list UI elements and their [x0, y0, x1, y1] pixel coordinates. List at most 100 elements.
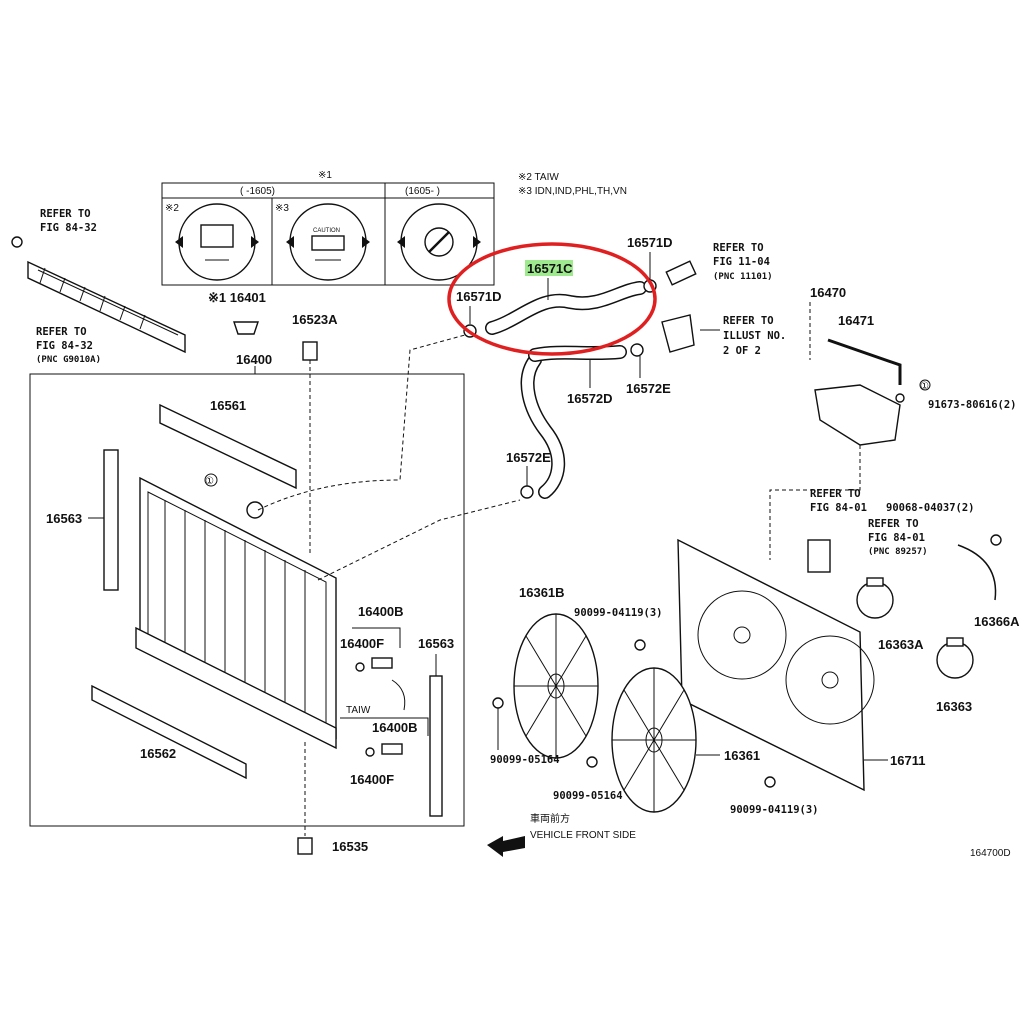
fan-relay-icon [807, 539, 831, 573]
label-16361: 16361 [724, 748, 760, 763]
callout-1-reservoir: ① [920, 381, 929, 392]
reservoir-tank-icon [814, 384, 901, 446]
screw-90068-icon [990, 534, 1002, 546]
seal-16563-left-icon [103, 449, 119, 591]
cap-col2-header: (1605- ) [405, 186, 440, 197]
note-3: ※3 IDN,IND,PHL,TH,VN [518, 186, 627, 197]
upper-support-bracket [11, 236, 186, 354]
label-16561: 16561 [210, 398, 246, 413]
reservoir-hose-icon [827, 338, 902, 385]
figure-id: 164700D [970, 848, 1011, 859]
label-16572E-left: 16572E [506, 450, 551, 465]
label-16400B-top: 16400B [358, 604, 404, 619]
ref-illust-line2: ILLUST NO. [723, 330, 786, 342]
label-16563-right: 16563 [418, 636, 454, 651]
note-2: ※2 TAIW [518, 172, 559, 183]
cap-caution-label: CAUTION [313, 228, 340, 234]
clamp-16572E-right-icon [630, 343, 644, 357]
label-90068: 90068-04037(2) [886, 502, 975, 514]
ref-fig8432-top-line2: FIG 84-32 [40, 222, 97, 234]
label-90099-05164-mid: 90099-05164 [553, 790, 623, 802]
seal-16562-icon [91, 684, 247, 780]
label-16400F-bot: 16400F [350, 772, 394, 787]
label-taiw: TAIW [346, 705, 371, 716]
bolt-90099-04119-top-icon [634, 639, 646, 651]
label-16363: 16363 [936, 699, 972, 714]
label-16401: ※1 16401 [208, 290, 266, 305]
ref-fig1104-line1: REFER TO [713, 242, 764, 254]
vehicle-front-en: VEHICLE FRONT SIDE [530, 830, 636, 841]
label-16471: 16471 [838, 313, 874, 328]
label-16711: 16711 [890, 753, 925, 768]
ref-fig8401a-line2: FIG 84-01 [810, 502, 867, 514]
drain-cock-top-icon [371, 657, 393, 669]
label-16572D: 16572D [567, 391, 613, 406]
clamp-16572E-left-icon [520, 485, 534, 499]
inlet-pipe-icon [665, 260, 697, 286]
label-16366A: 16366A [974, 614, 1020, 629]
ref-fig8401b-line1: REFER TO [868, 518, 919, 530]
label-16400F-top: 16400F [340, 636, 384, 651]
cushion-16523A-icon [302, 341, 318, 361]
cap-mark-2: ※2 [165, 203, 179, 214]
ref-fig8401b-line2: FIG 84-01 [868, 532, 925, 544]
cap-mark-3: ※3 [275, 203, 289, 214]
seal-16561-icon [159, 403, 297, 490]
label-16470: 16470 [810, 285, 846, 300]
ref-fig8401b-line3: (PNC 89257) [868, 547, 928, 557]
front-direction-arrow-icon [487, 836, 525, 857]
callout-1-radiator: ① [205, 476, 214, 487]
ref-fig1104-line2: FIG 11-04 [713, 256, 770, 268]
radiator-cap-1-icon [175, 203, 259, 281]
nut-90099-05164-mid-icon [586, 756, 598, 768]
label-16571D-left: 16571D [456, 289, 502, 304]
note-1: ※1 [318, 170, 332, 181]
radiator-core-icon [135, 476, 337, 750]
ref-fig8401a-line1: REFER TO [810, 488, 861, 500]
highlight-16571C [525, 260, 573, 276]
fan-16361B-icon [513, 613, 599, 759]
ref-illust-line3: 2 OF 2 [723, 345, 761, 357]
label-16571C: 16571C [527, 261, 573, 276]
highlight-circle-mark [447, 242, 657, 356]
drain-gasket-top-icon [355, 662, 365, 672]
vehicle-front-jp: 車両前方 [530, 812, 570, 825]
radiator-cap-2-icon: CAUTION [286, 203, 370, 281]
ref-fig8432-bot-line3: (PNC G9010A) [36, 355, 101, 365]
ref-fig8432-bot-line2: FIG 84-32 [36, 340, 93, 352]
lower-hose-16572D-icon [520, 345, 627, 499]
label-16400B-bot: 16400B [372, 720, 418, 735]
label-90099-04119-top: 90099-04119(3) [574, 607, 663, 619]
label-16571D-right: 16571D [627, 235, 673, 250]
upper-hose-16571C-icon [485, 281, 647, 335]
label-16400: 16400 [236, 352, 272, 367]
label-16363A: 16363A [878, 637, 924, 652]
fan-motor-16363A-icon [856, 577, 894, 619]
radiator-assembly-box [29, 373, 465, 827]
label-16523A: 16523A [292, 312, 338, 327]
label-91673: 91673-80616(2) [928, 399, 1017, 411]
ref-fig1104-line3: (PNC 11101) [713, 272, 773, 282]
fan-shroud-16711-icon [677, 538, 875, 792]
label-16535: 16535 [332, 839, 368, 854]
label-16572E-right: 16572E [626, 381, 671, 396]
fan-16361-icon [611, 667, 697, 813]
nut-90099-05164-left-icon [492, 697, 504, 709]
label-16562: 16562 [140, 746, 176, 761]
radiator-cap-3-icon [397, 203, 481, 281]
label-90099-04119-bot: 90099-04119(3) [730, 804, 819, 816]
cushion-16535-icon [297, 837, 313, 855]
label-16563-left: 16563 [46, 511, 82, 526]
cap-col1-header: ( -1605) [240, 186, 275, 197]
label-16361B: 16361B [519, 585, 565, 600]
ref-fig8432-bot-line1: REFER TO [36, 326, 87, 338]
label-90099-05164-left: 90099-05164 [490, 754, 560, 766]
drain-cock-bot-icon [381, 743, 403, 755]
bolt-91673-icon [895, 393, 905, 403]
drain-gasket-bot-icon [365, 747, 375, 757]
radiator-cap-part-icon [233, 321, 259, 335]
radiator-cap-panel: ( -1605) (1605- ) ※2 ※3 CAUTION [161, 182, 495, 286]
bolt-90099-04119-bot-icon [764, 776, 776, 788]
ref-fig8432-top-line1: REFER TO [40, 208, 91, 220]
water-outlet-icon [661, 314, 695, 353]
